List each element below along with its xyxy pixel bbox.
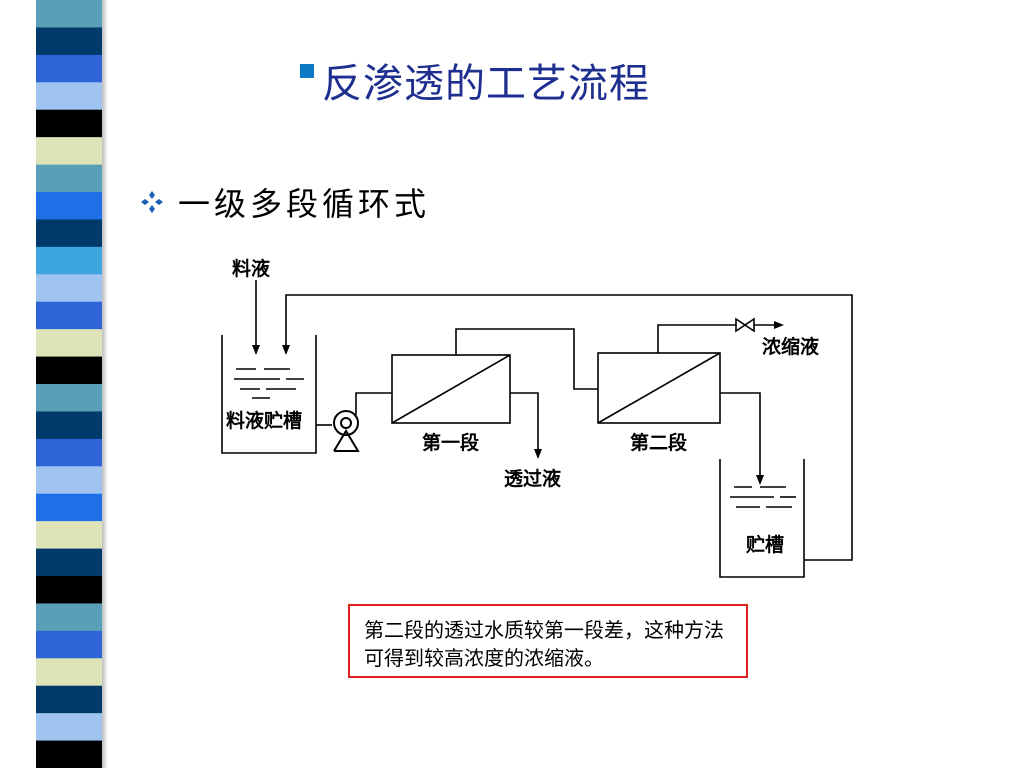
- stripe-block: [36, 274, 102, 303]
- stripe-block: [36, 219, 102, 248]
- diamond-four-icon: [141, 191, 163, 213]
- stripe-block: [36, 603, 102, 632]
- stripe-block: [36, 137, 102, 166]
- stripe-block: [36, 576, 102, 604]
- stripe-block: [36, 466, 102, 495]
- stripe-block: [36, 82, 102, 111]
- feed-label: 料液: [232, 257, 271, 280]
- concentrate-label: 浓缩液: [762, 335, 820, 358]
- slide-title: 反渗透的工艺流程: [300, 50, 650, 110]
- stripe-block: [36, 54, 102, 83]
- stripe-shadow: [102, 0, 108, 768]
- stripe-block: [36, 0, 102, 28]
- stripe-block: [36, 329, 102, 358]
- stage-2-label: 第二段: [630, 431, 688, 454]
- process-flow-diagram: 料液 料液贮槽 第一段 第二段 透过液 浓缩液 贮槽: [221, 257, 853, 578]
- stripe-block: [36, 713, 102, 742]
- decorative-stripe-bar: [36, 0, 102, 768]
- stripe-block: [36, 685, 102, 714]
- note-box: 第二段的透过水质较第一段差，这种方法可得到较高浓度的浓缩液。: [348, 604, 748, 678]
- stripe-block: [36, 356, 102, 385]
- stripe-block: [36, 521, 102, 550]
- pump-icon: [333, 410, 360, 452]
- stripe-block: [36, 192, 102, 220]
- stripe-block: [36, 164, 102, 193]
- stripe-block: [36, 548, 102, 577]
- stripe-block: [36, 27, 102, 56]
- permeate-label: 透过液: [504, 467, 562, 490]
- storage-tank-label: 贮槽: [745, 533, 784, 556]
- slide-title-text: 反渗透的工艺流程: [322, 61, 650, 107]
- square-bullet-icon: [300, 64, 314, 78]
- subtitle: 一级多段循环式: [140, 180, 430, 224]
- stripe-block: [36, 438, 102, 467]
- stripe-block: [36, 301, 102, 330]
- stripe-block: [36, 658, 102, 687]
- feed-tank-label: 料液贮槽: [226, 409, 302, 432]
- stripe-block: [36, 493, 102, 522]
- stripe-block: [36, 740, 102, 768]
- stripe-block: [36, 109, 102, 138]
- subtitle-text: 一级多段循环式: [178, 185, 431, 223]
- stripe-block: [36, 630, 102, 659]
- stripe-block: [36, 411, 102, 440]
- stripe-block: [36, 246, 102, 275]
- stripe-block: [36, 384, 102, 412]
- stage-1-label: 第一段: [422, 431, 480, 454]
- valve-icon: [735, 317, 755, 333]
